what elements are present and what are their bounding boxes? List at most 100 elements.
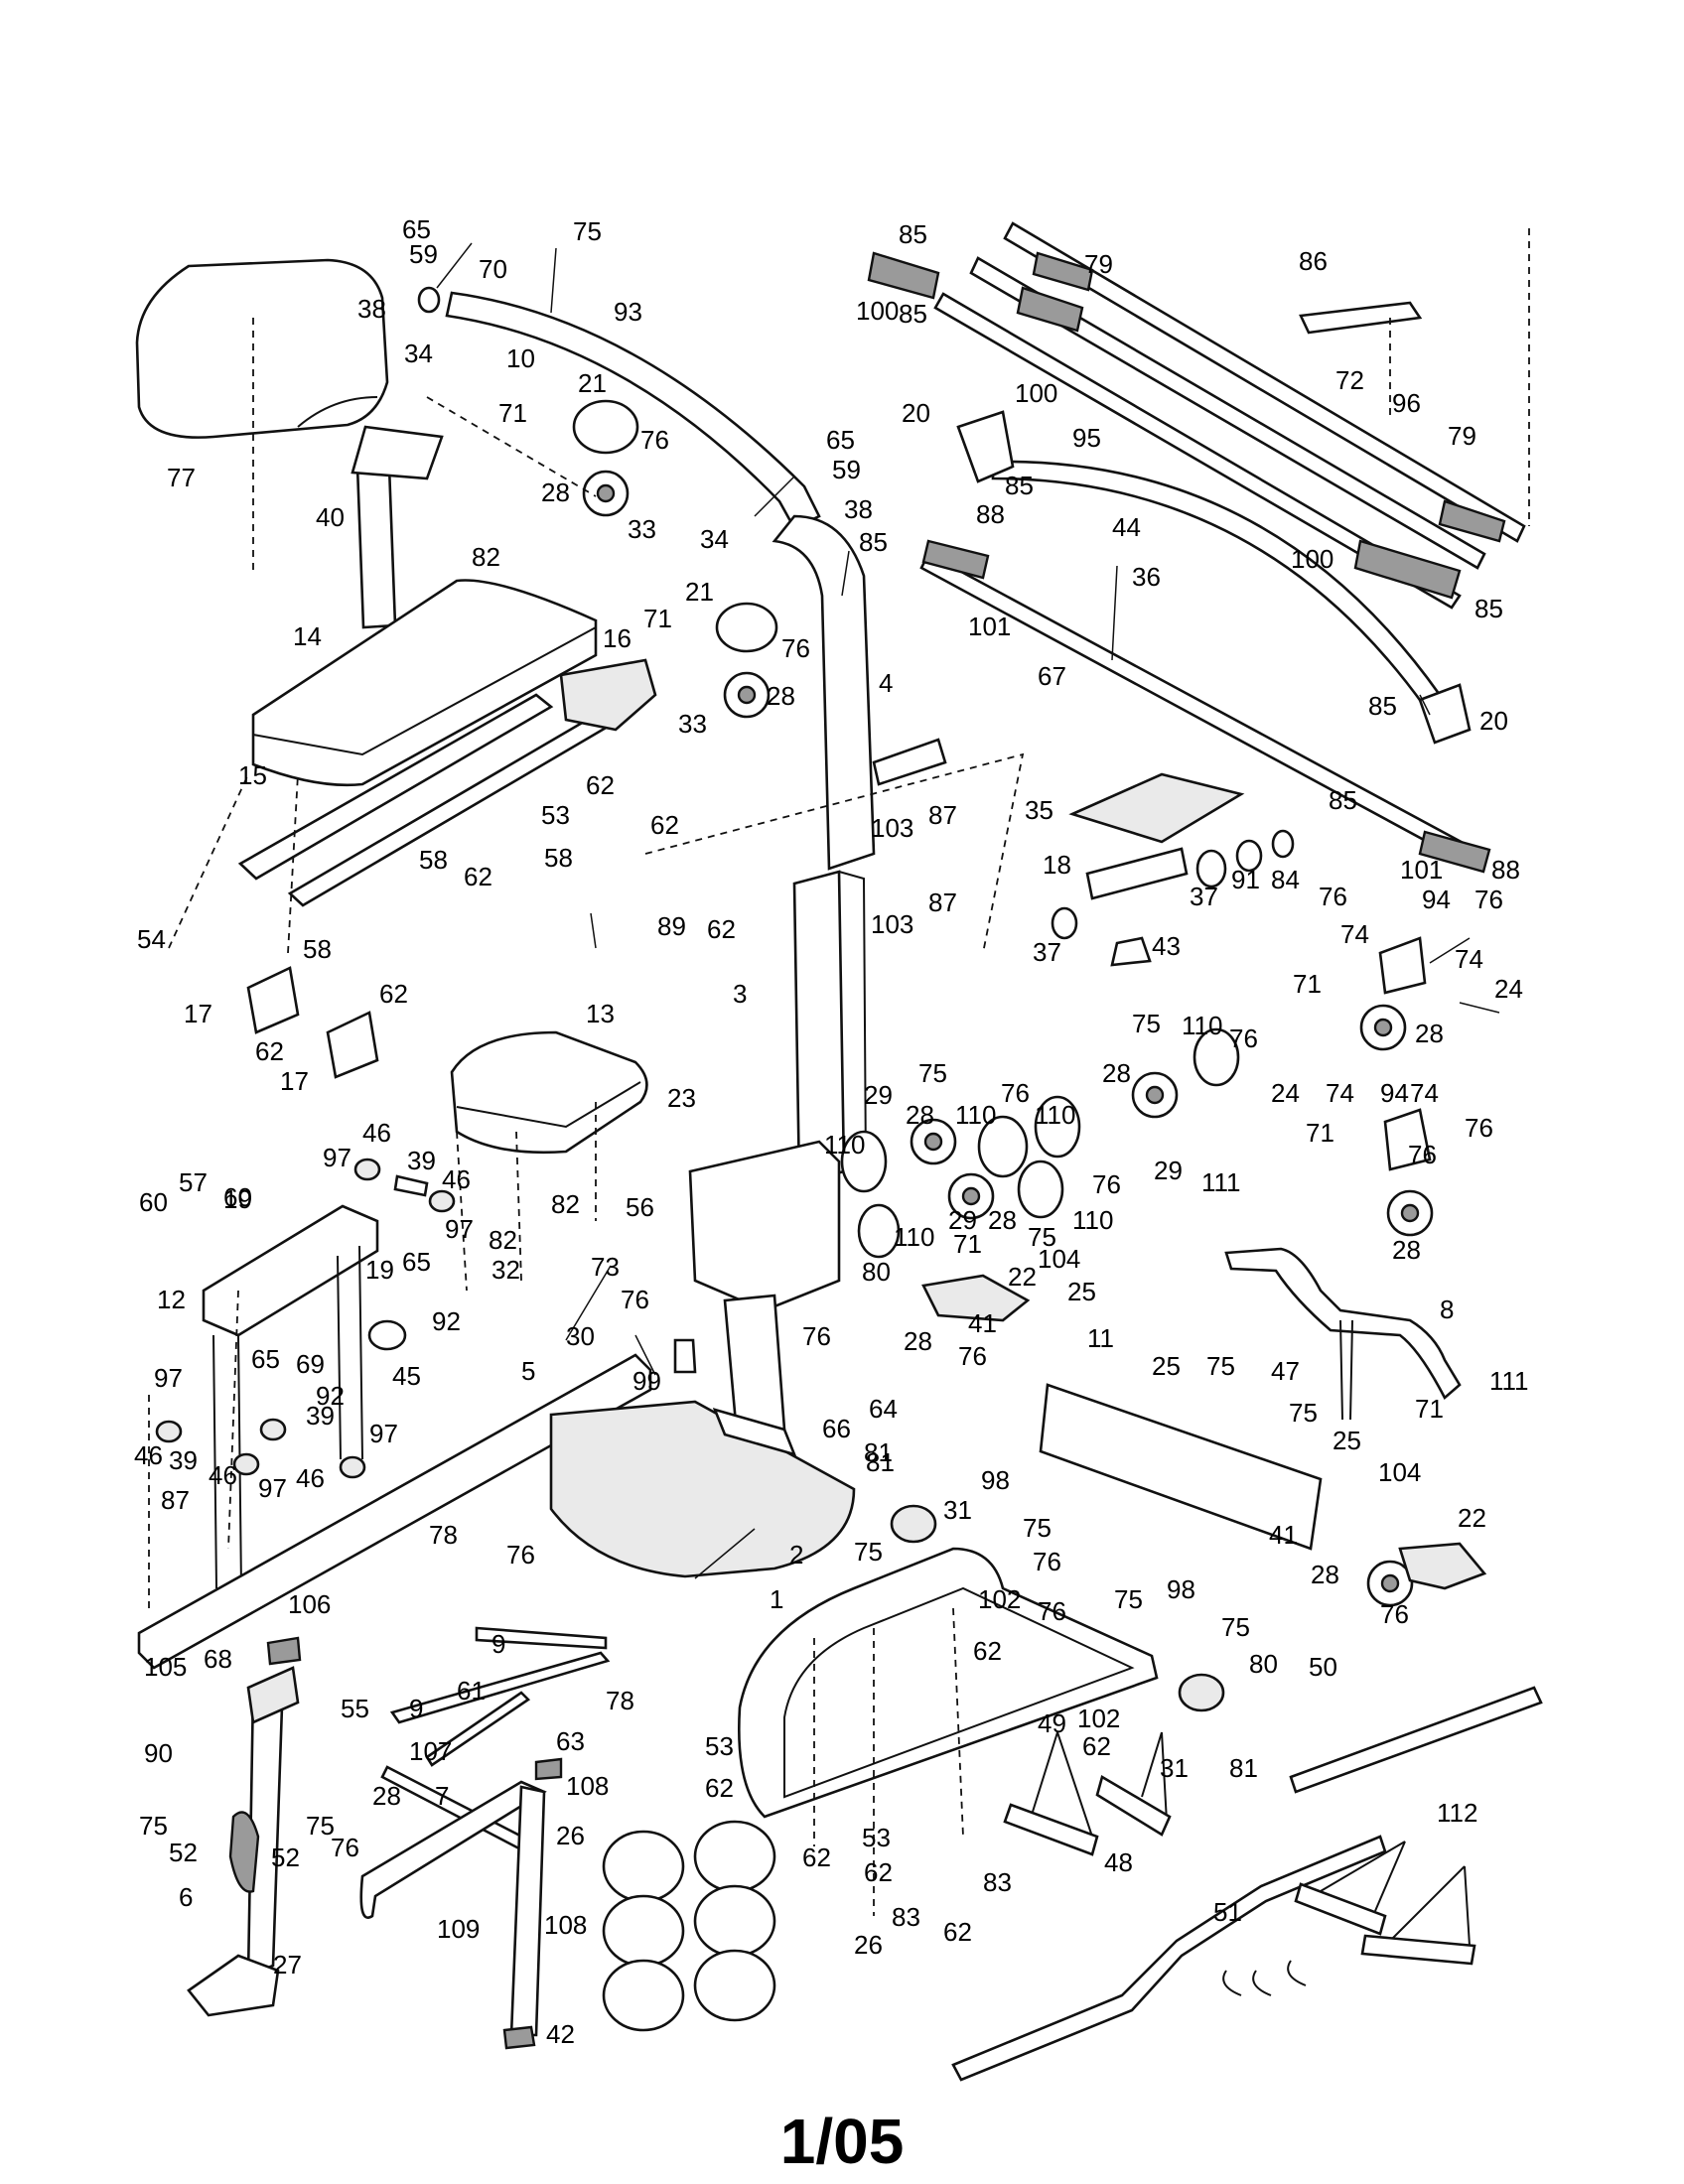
callout-29b: 29 [864, 1080, 893, 1110]
callout-28d: 28 [1392, 1235, 1421, 1265]
callout-111a: 111 [1201, 1167, 1241, 1197]
callout-79a: 79 [1084, 249, 1113, 279]
callout-80a: 80 [862, 1257, 891, 1287]
callout-76q: 76 [331, 1833, 359, 1862]
strap-48 [951, 1835, 1387, 2082]
upright-4 [772, 514, 947, 871]
callout-87c: 87 [161, 1485, 190, 1515]
callout-74c: 74 [1326, 1078, 1354, 1108]
callout-87a: 87 [928, 800, 957, 830]
callout-109: 109 [437, 1914, 480, 1944]
callout-15: 15 [238, 760, 267, 790]
callout-24b: 24 [1271, 1078, 1300, 1108]
callout-22b: 22 [1458, 1503, 1486, 1533]
callout-55: 55 [341, 1694, 369, 1723]
callout-65c: 65 [402, 1247, 431, 1277]
callout-28e: 28 [1102, 1058, 1131, 1088]
callout-89: 89 [657, 911, 686, 941]
callout-46a: 46 [362, 1118, 391, 1148]
callout-32: 32 [491, 1255, 520, 1285]
carriage-22-11 [921, 1274, 1487, 1590]
callout-99: 99 [632, 1366, 661, 1396]
callout-31b: 31 [1160, 1753, 1189, 1783]
callout-108a: 108 [566, 1771, 609, 1801]
callout-17b: 17 [280, 1066, 309, 1096]
callout-25a: 25 [1067, 1277, 1096, 1306]
callout-67: 67 [1038, 661, 1066, 691]
callout-66: 66 [822, 1414, 851, 1443]
callout-75i: 75 [1114, 1584, 1143, 1614]
callout-82b: 82 [489, 1225, 517, 1255]
callout-62i: 62 [705, 1773, 734, 1803]
callout-28h: 28 [904, 1326, 932, 1356]
weights-26 [602, 1820, 776, 2032]
bar-36-67 [919, 539, 1491, 874]
callout-20a: 20 [902, 398, 930, 428]
rollers-46 [155, 1158, 697, 1479]
stop-42-pads [266, 1636, 563, 2050]
callout-81a: 81 [866, 1447, 895, 1477]
callout-34: 34 [404, 339, 433, 368]
seat-post-56 [712, 1294, 797, 1456]
callout-75c: 75 [918, 1058, 947, 1088]
callout-88a: 88 [976, 499, 1005, 529]
callout-33b: 33 [678, 709, 707, 739]
post-6 [187, 1666, 300, 2017]
callout-58c: 58 [303, 934, 332, 964]
bar-44 [956, 410, 1472, 745]
callout-5: 5 [521, 1356, 535, 1386]
callout-103a: 103 [871, 813, 913, 843]
callout-12: 12 [157, 1285, 186, 1314]
callout-71: 71 [498, 398, 527, 428]
callout-45: 45 [392, 1361, 421, 1391]
callout-76n: 76 [506, 1540, 535, 1570]
callout-110d: 110 [824, 1130, 865, 1160]
callout-91: 91 [1231, 865, 1260, 894]
callout-2: 2 [789, 1540, 803, 1570]
callout-85f: 85 [1368, 691, 1397, 721]
callout-69: 69 [296, 1349, 325, 1379]
callout-107: 107 [409, 1736, 452, 1766]
callout-62d: 62 [255, 1036, 284, 1066]
callout-28: 28 [541, 478, 570, 507]
callout-38: 38 [357, 294, 386, 324]
callout-labels: 65 59 38 34 70 75 93 10 77 40 82 21 71 7… [134, 214, 1529, 2049]
callout-44: 44 [1112, 512, 1141, 542]
callout-71c: 71 [1293, 969, 1322, 999]
callout-112: 112 [1437, 1798, 1477, 1828]
callout-106: 106 [288, 1589, 331, 1619]
frame-7 [359, 1780, 547, 2037]
callout-39c: 39 [306, 1401, 335, 1431]
callout-98b: 98 [1167, 1574, 1195, 1604]
callout-98a: 98 [981, 1465, 1010, 1495]
callout-110a: 110 [1182, 1011, 1222, 1040]
callout-53b: 53 [705, 1731, 734, 1761]
callout-65d: 65 [251, 1344, 280, 1374]
callout-70: 70 [479, 254, 507, 284]
callout-31a: 31 [943, 1495, 972, 1525]
callout-62l: 62 [943, 1917, 972, 1947]
callout-76m: 76 [1380, 1599, 1409, 1629]
callout-75h: 75 [1023, 1513, 1052, 1543]
callout-100b: 100 [1015, 378, 1057, 408]
callout-88b: 88 [1491, 855, 1520, 885]
callout-51: 51 [1213, 1897, 1242, 1927]
callout-85d: 85 [859, 527, 888, 557]
weight-holder-35 [1051, 772, 1295, 967]
callout-28g: 28 [988, 1205, 1017, 1235]
callout-26b: 26 [854, 1930, 883, 1960]
callout-29a: 29 [1154, 1156, 1183, 1185]
callout-29c: 29 [948, 1205, 977, 1235]
callout-27: 27 [273, 1950, 302, 1979]
callout-104a: 104 [1038, 1244, 1080, 1274]
callout-52b: 52 [271, 1843, 300, 1872]
callout-24a: 24 [1494, 974, 1523, 1004]
callout-76l: 76 [958, 1341, 987, 1371]
callout-28b: 28 [767, 681, 795, 711]
callout-75: 75 [573, 216, 602, 246]
callout-56: 56 [626, 1192, 654, 1222]
callout-76g: 76 [1229, 1024, 1258, 1053]
callout-7: 7 [435, 1781, 449, 1811]
callout-90: 90 [144, 1738, 173, 1768]
callout-105: 105 [144, 1652, 187, 1682]
